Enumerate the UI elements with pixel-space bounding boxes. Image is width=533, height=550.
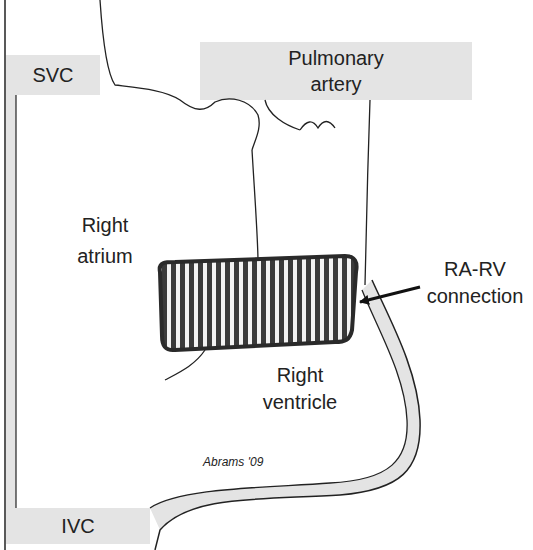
vessel-label: IVC <box>61 513 94 539</box>
chamber-label: Right ventricle <box>250 362 350 416</box>
atrium-line <box>252 150 258 262</box>
vessel-band: SVC <box>6 55 100 95</box>
vessel-band: Pulmonary artery <box>200 42 472 100</box>
ventricle-wall-outer <box>155 280 420 550</box>
atrium-contour <box>100 0 259 150</box>
septum-line <box>165 350 205 380</box>
wall-edge <box>15 95 16 508</box>
ventricle-wall-inner <box>150 290 407 508</box>
vessel-label: SVC <box>32 62 73 88</box>
valve-cusps <box>300 122 335 131</box>
ventricle-wall-fill <box>150 280 420 530</box>
callout-label: RA-RV connection <box>420 256 530 310</box>
vessel-label: Pulmonary artery <box>281 45 391 97</box>
chamber-label: Right atrium <box>65 210 145 272</box>
wall-strip <box>6 95 16 508</box>
outflow-wall <box>365 100 370 285</box>
signature: Abrams '09 <box>203 454 283 470</box>
connection-patch <box>160 256 357 350</box>
outflow-line <box>265 100 300 130</box>
vessel-band: IVC <box>6 508 150 544</box>
leader-arrow <box>360 287 420 302</box>
outer-wall <box>4 0 6 550</box>
